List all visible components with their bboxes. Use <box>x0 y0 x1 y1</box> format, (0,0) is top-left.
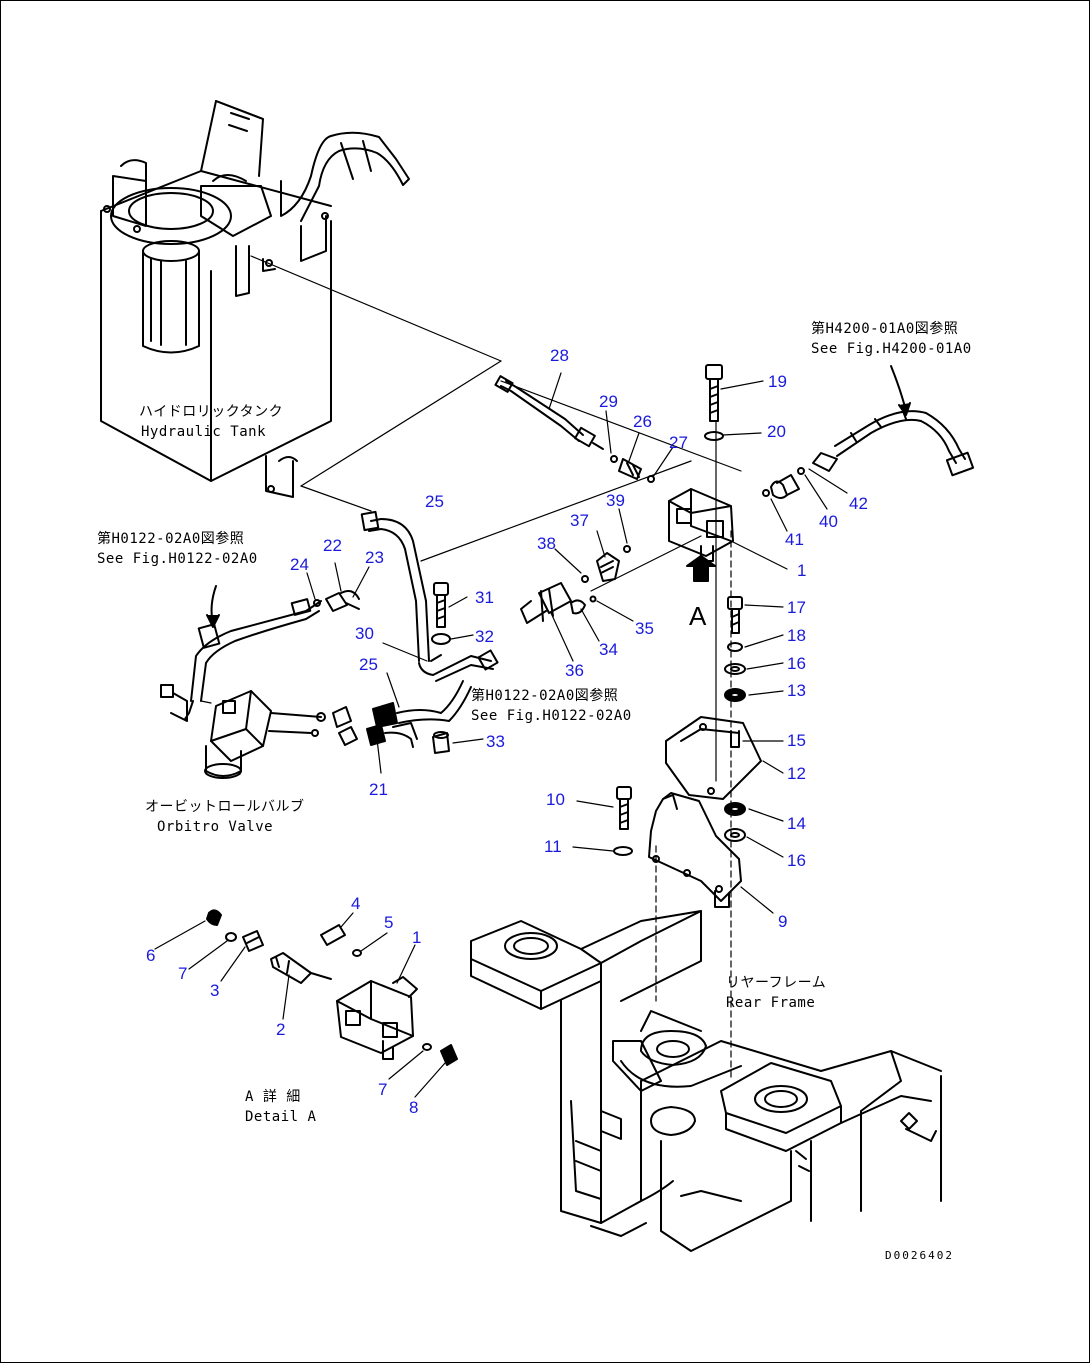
part-number-7-detail: 7 <box>378 1080 388 1099</box>
bracket-upper-drawing <box>665 596 762 842</box>
part-number-23: 23 <box>365 548 384 567</box>
part-number-28: 28 <box>550 346 569 365</box>
part-number-3: 3 <box>210 981 220 1000</box>
ref-h0122-left-en: See Fig.H0122-02A0 <box>97 551 258 567</box>
hose-28-drawing <box>494 375 604 450</box>
rear-frame-drawing <box>470 910 942 1252</box>
part-number-42: 42 <box>849 494 868 513</box>
hose-25-drawing <box>360 510 499 682</box>
part-number-32: 32 <box>475 627 494 646</box>
part-number-30: 30 <box>355 624 374 643</box>
part-number-5: 5 <box>384 913 394 932</box>
part-number-31: 31 <box>475 588 494 607</box>
part-number-34: 34 <box>599 640 618 659</box>
part-number-6: 6 <box>146 946 156 965</box>
part-number-36: 36 <box>565 661 584 680</box>
part-number-39: 39 <box>606 491 625 510</box>
ref-h0122-mid-en: See Fig.H0122-02A0 <box>471 708 632 724</box>
part-number-8: 8 <box>409 1098 419 1117</box>
leader-lines <box>154 372 848 1098</box>
part-number-35: 35 <box>635 619 654 638</box>
hose-36-drawing <box>520 582 572 624</box>
reference-lines <box>250 255 742 1082</box>
fittings-21-33-drawing <box>332 680 472 754</box>
orbitrol-valve-drawing <box>204 690 326 779</box>
detail-a-label-en: Detail A <box>245 1109 317 1125</box>
orbitrol-label-jp: オービットロールバルブ <box>145 799 305 815</box>
steering-valve-1-drawing <box>668 488 734 582</box>
hose-h0122-drawing <box>160 585 360 722</box>
ref-h4200-en: See Fig.H4200-01A0 <box>811 341 972 357</box>
part-number-11: 11 <box>544 837 562 856</box>
hydraulic-tank-drawing <box>100 100 410 498</box>
part-number-33: 33 <box>486 732 505 751</box>
part-number-26: 26 <box>633 412 652 431</box>
part-number-40: 40 <box>819 512 838 531</box>
part-number-27: 27 <box>669 433 688 452</box>
part-number-24: 24 <box>290 555 309 574</box>
ref-h0122-mid-jp: 第H0122-02A0図参照 <box>471 688 619 704</box>
ref-h4200-jp: 第H4200-01A0図参照 <box>811 321 959 337</box>
bolt-31-drawing <box>431 582 451 645</box>
hose-h4200-drawing <box>762 365 975 499</box>
part-number-37: 37 <box>570 511 589 530</box>
view-arrow-label: A <box>689 601 707 631</box>
part-number-15: 15 <box>787 731 806 750</box>
bolt-19-drawing <box>704 364 724 441</box>
part-number-9: 9 <box>778 912 788 931</box>
detail-a-label-jp: A 詳 細 <box>245 1089 301 1105</box>
part-number-16-lower: 16 <box>787 851 806 870</box>
part-number-13: 13 <box>787 681 806 700</box>
part-number-10: 10 <box>546 790 565 809</box>
rear-frame-label-jp: リヤーフレーム <box>726 975 827 991</box>
bracket-lower-drawing <box>613 786 742 908</box>
part-number-7: 7 <box>178 964 188 983</box>
part-number-21: 21 <box>369 780 388 799</box>
part-number-12: 12 <box>787 764 806 783</box>
tank-label-en: Hydraulic Tank <box>141 424 267 440</box>
part-number-38: 38 <box>537 534 556 553</box>
part-number-20: 20 <box>767 422 786 441</box>
part-number-22: 22 <box>323 536 342 555</box>
part-number-1-detail: 1 <box>412 928 422 947</box>
detail-a-drawing <box>206 909 458 1066</box>
drawing-code: D0026402 <box>885 1249 954 1262</box>
part-number-1: 1 <box>797 561 807 580</box>
part-number-25-lower: 25 <box>359 655 378 674</box>
fittings-34-39-drawing <box>570 545 631 615</box>
part-number-16: 16 <box>787 654 806 673</box>
part-number-4: 4 <box>351 894 361 913</box>
tank-label-jp: ハイドロリックタンク <box>139 404 284 420</box>
rear-frame-label-en: Rear Frame <box>726 995 816 1011</box>
part-number-41: 41 <box>785 530 804 549</box>
part-number-25: 25 <box>425 492 444 511</box>
part-number-17: 17 <box>787 598 806 617</box>
orbitrol-label-en: Orbitro Valve <box>157 819 274 835</box>
part-number-18: 18 <box>787 626 806 645</box>
part-number-14: 14 <box>787 814 806 833</box>
part-number-29: 29 <box>599 392 618 411</box>
part-number-19: 19 <box>768 372 787 391</box>
ref-h0122-left-jp: 第H0122-02A0図参照 <box>97 531 245 547</box>
fittings-26-29-drawing <box>610 455 655 483</box>
part-number-2: 2 <box>276 1020 286 1039</box>
